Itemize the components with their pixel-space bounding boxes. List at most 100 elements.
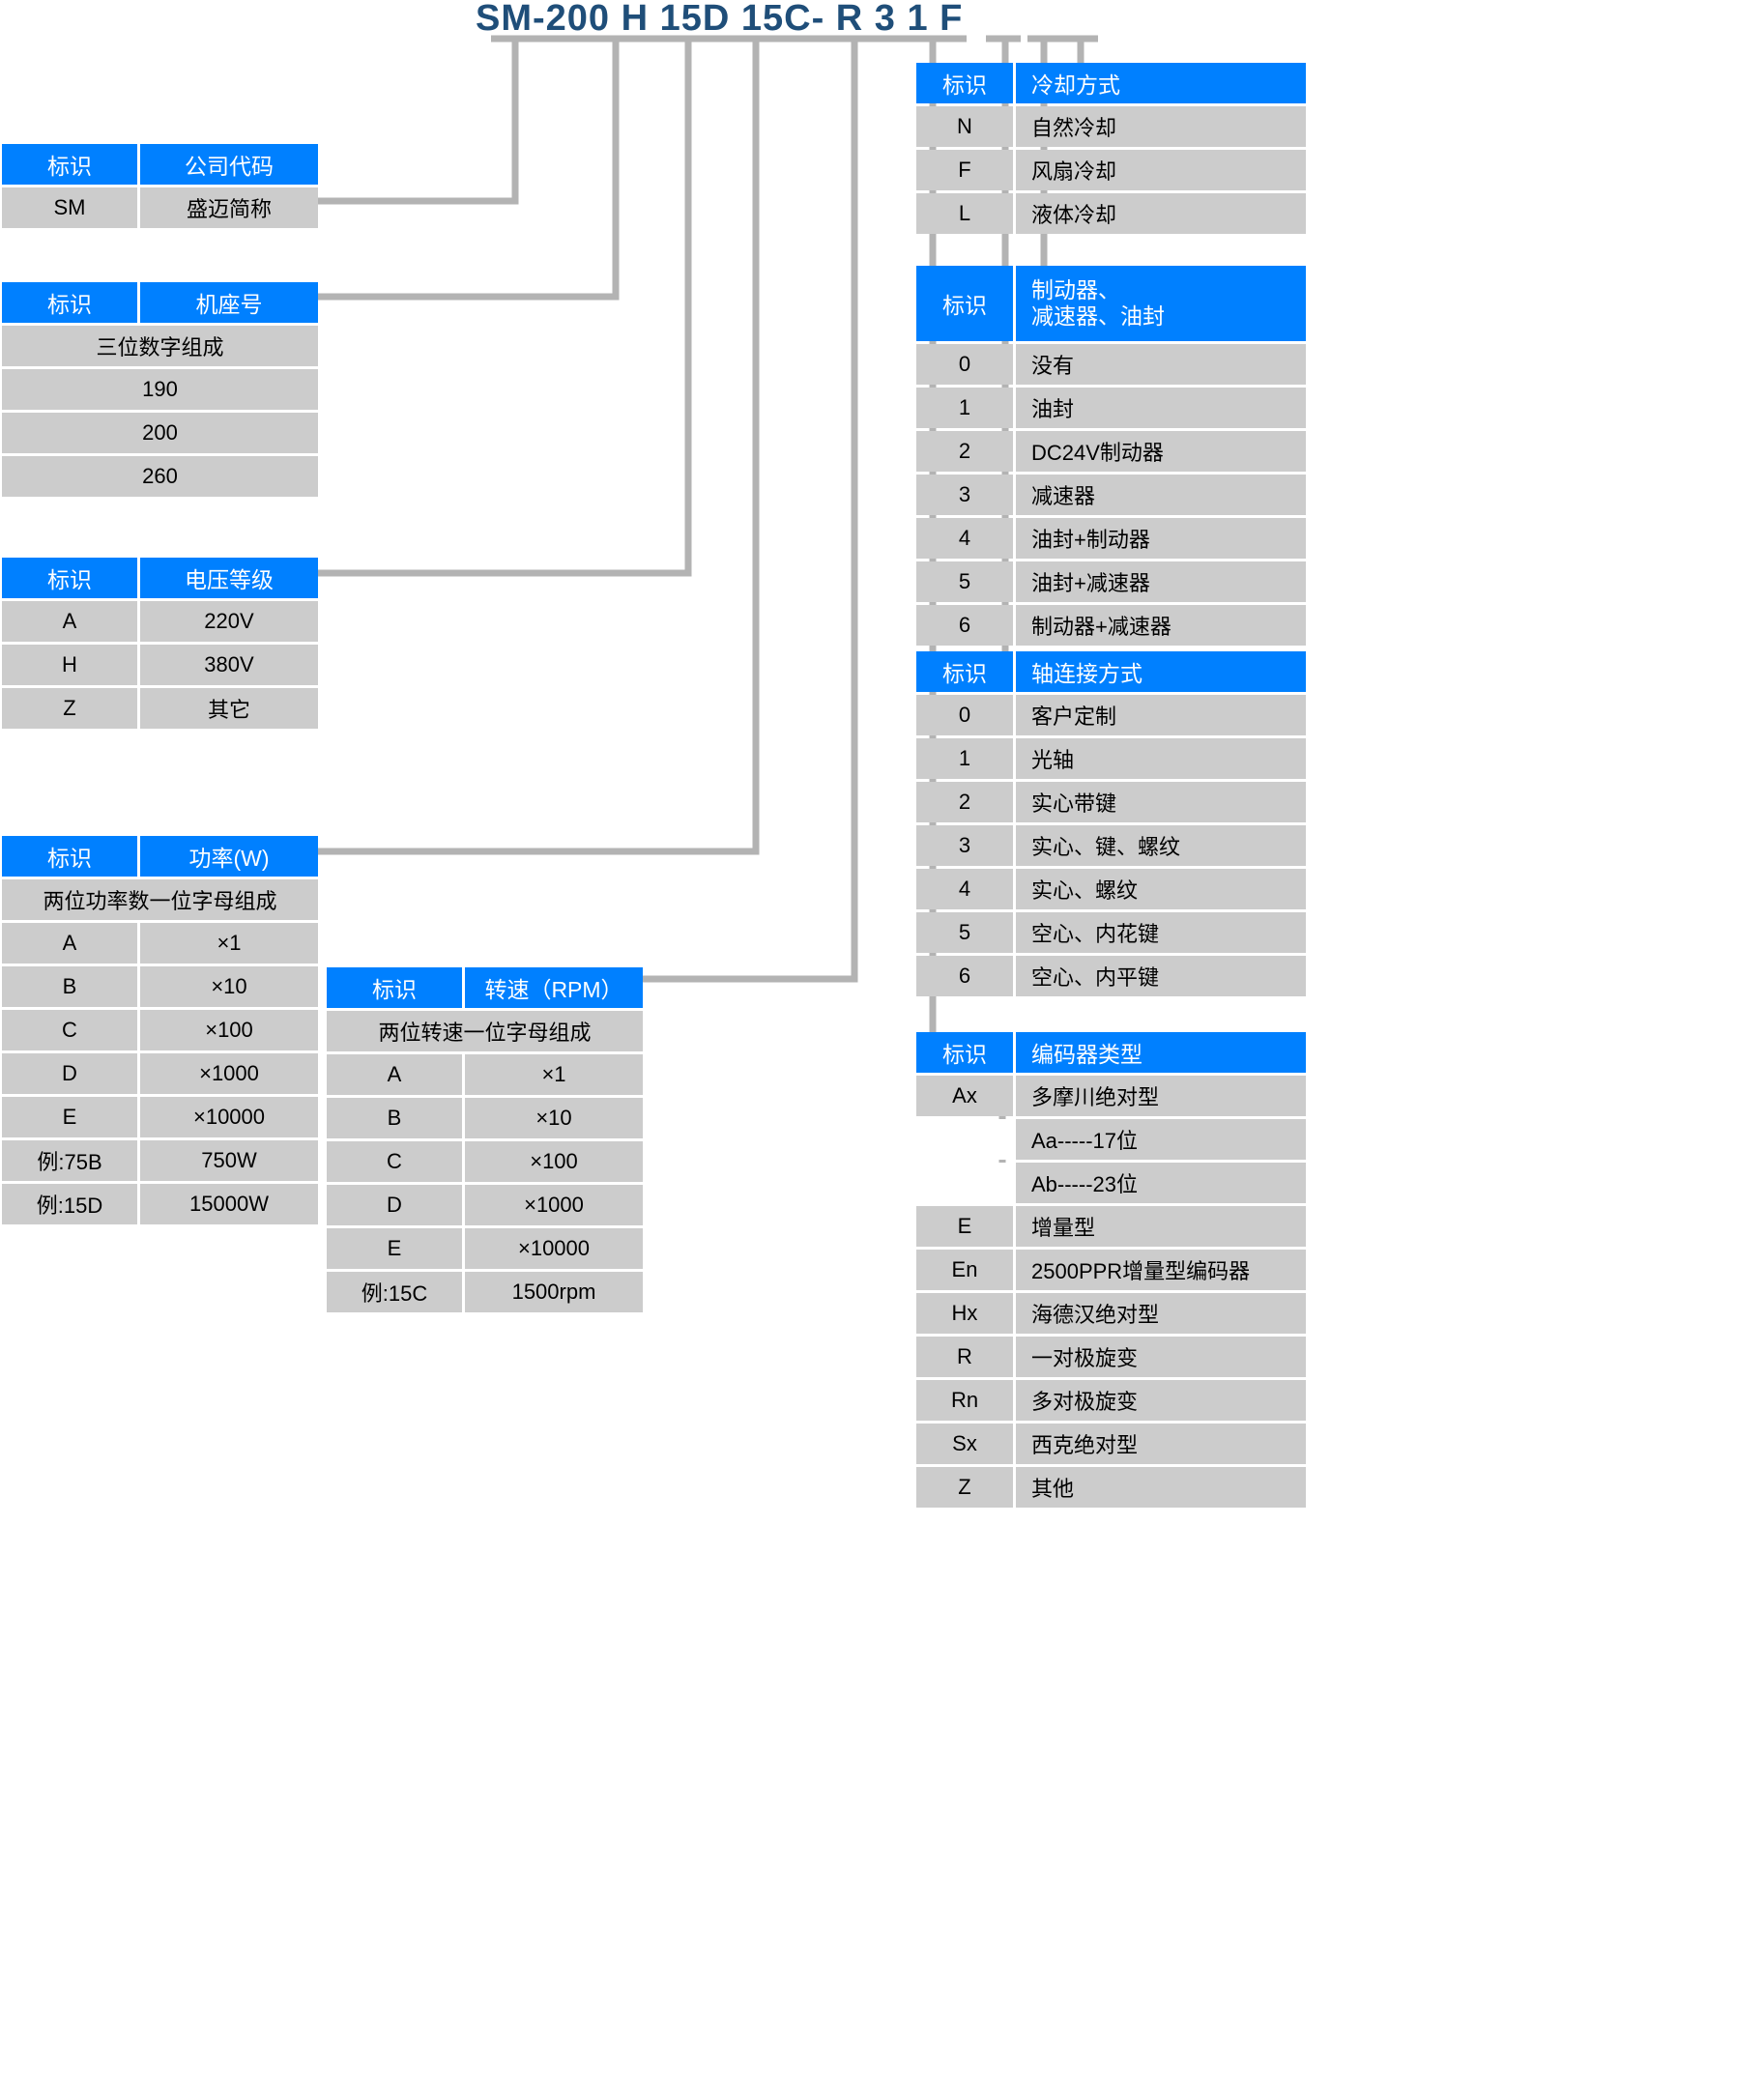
table-row: F 风扇冷却	[916, 150, 1306, 190]
table-row: H 380V	[2, 645, 318, 685]
column-header-power: 功率(W)	[140, 836, 318, 877]
header-line-1: 制动器、	[1031, 276, 1120, 302]
cell-desc: ×1000	[140, 1053, 318, 1094]
table-row: 2 DC24V制动器	[916, 431, 1306, 472]
cell-code: B	[2, 966, 140, 1007]
table-brake-reducer-seal: 标识 制动器、 减速器、油封 0 没有 1 油封 2 DC24V制动器 3 减速…	[916, 263, 1306, 648]
cell-code: 0	[916, 344, 1016, 385]
cell-desc: 油封	[1016, 388, 1306, 428]
cell-value: 260	[2, 456, 318, 497]
cell-spacer	[916, 1163, 1016, 1203]
table-row: Hx 海德汉绝对型	[916, 1293, 1306, 1334]
cell-desc: 多摩川绝对型	[1016, 1076, 1306, 1116]
cell-note: 两位功率数一位字母组成	[2, 879, 318, 920]
cell-code: E	[916, 1206, 1016, 1247]
table-row: 标识 编码器类型	[916, 1032, 1306, 1073]
column-header-encoder: 编码器类型	[1016, 1032, 1306, 1073]
table-row: B ×10	[327, 1098, 643, 1138]
table-row: Ax 多摩川绝对型	[916, 1076, 1306, 1116]
table-row: 标识 公司代码	[2, 144, 318, 185]
cell-code: 1	[916, 388, 1016, 428]
cell-code: 4	[916, 869, 1016, 909]
table-voltage-level: 标识 电压等级 A 220V H 380V Z 其它	[2, 555, 318, 732]
cell-desc: 增量型	[1016, 1206, 1306, 1247]
cell-code: D	[327, 1185, 465, 1225]
column-header-id: 标识	[2, 282, 140, 323]
table-row: Ab-----23位	[916, 1163, 1306, 1203]
table-shaft-connection: 标识 轴连接方式 0 客户定制 1 光轴 2 实心带键 3 实心、键、螺纹 4 …	[916, 648, 1306, 999]
cell-code: 6	[916, 605, 1016, 646]
table-row: A 220V	[2, 601, 318, 642]
cell-desc: 空心、内花键	[1016, 912, 1306, 953]
table-row: 3 实心、键、螺纹	[916, 825, 1306, 866]
table-cooling-method: 标识 冷却方式 N 自然冷却 F 风扇冷却 L 液体冷却	[916, 60, 1306, 237]
table-row: Z 其他	[916, 1467, 1306, 1508]
table-row: N 自然冷却	[916, 106, 1306, 147]
cell-code: E	[327, 1228, 465, 1269]
cell-desc: 实心、螺纹	[1016, 869, 1306, 909]
cell-desc: DC24V制动器	[1016, 431, 1306, 472]
cell-code: 5	[916, 912, 1016, 953]
cell-code: 例:75B	[2, 1140, 140, 1181]
table-row: E ×10000	[2, 1097, 318, 1137]
cell-desc: 制动器+减速器	[1016, 605, 1306, 646]
table-row: 标识 制动器、 减速器、油封	[916, 266, 1306, 341]
column-header-id: 标识	[916, 63, 1016, 103]
column-header-id: 标识	[2, 836, 140, 877]
cell-desc: 其它	[140, 688, 318, 729]
table-row: A ×1	[327, 1054, 643, 1095]
table-row: 5 空心、内花键	[916, 912, 1306, 953]
cell-code: R	[916, 1337, 1016, 1377]
cell-desc: ×1	[140, 923, 318, 964]
cell-code: Sx	[916, 1424, 1016, 1464]
cell-desc: Aa-----17位	[1016, 1119, 1306, 1160]
table-row: 1 油封	[916, 388, 1306, 428]
table-row: R 一对极旋变	[916, 1337, 1306, 1377]
cell-code: Rn	[916, 1380, 1016, 1421]
cell-desc: 15000W	[140, 1184, 318, 1224]
table-row: B ×10	[2, 966, 318, 1007]
table-row: 标识 轴连接方式	[916, 651, 1306, 692]
column-header-id: 标识	[916, 266, 1016, 341]
table-power: 标识 功率(W) 两位功率数一位字母组成 A ×1 B ×10 C ×100 D…	[2, 833, 318, 1227]
table-row: 0 客户定制	[916, 695, 1306, 735]
table-row: E ×10000	[327, 1228, 643, 1269]
cell-code: B	[327, 1098, 465, 1138]
table-row: 标识 功率(W)	[2, 836, 318, 877]
table-row: 例:15D 15000W	[2, 1184, 318, 1224]
table-row: Z 其它	[2, 688, 318, 729]
table-row: 6 制动器+减速器	[916, 605, 1306, 646]
cell-desc: 空心、内平键	[1016, 956, 1306, 996]
cell-desc: 自然冷却	[1016, 106, 1306, 147]
cell-code: 例:15D	[2, 1184, 140, 1224]
cell-desc: 客户定制	[1016, 695, 1306, 735]
table-row: 标识 电压等级	[2, 558, 318, 598]
cell-code: 0	[916, 695, 1016, 735]
table-row: 例:15C 1500rpm	[327, 1272, 643, 1312]
table-row: 三位数字组成	[2, 326, 318, 366]
cell-desc: 光轴	[1016, 738, 1306, 779]
cell-desc: 其他	[1016, 1467, 1306, 1508]
cell-desc: 380V	[140, 645, 318, 685]
cell-code: L	[916, 193, 1016, 234]
cell-desc: ×10	[140, 966, 318, 1007]
cell-code: 2	[916, 782, 1016, 822]
cell-code: C	[2, 1010, 140, 1050]
cell-desc: ×100	[140, 1010, 318, 1050]
table-row: 标识 冷却方式	[916, 63, 1306, 103]
table-row: 190	[2, 369, 318, 410]
cell-code: 3	[916, 475, 1016, 515]
cell-code: Z	[2, 688, 140, 729]
cell-code: E	[2, 1097, 140, 1137]
cell-desc: 220V	[140, 601, 318, 642]
table-row: A ×1	[2, 923, 318, 964]
cell-desc: 盛迈简称	[140, 187, 318, 228]
table-row: Rn 多对极旋变	[916, 1380, 1306, 1421]
column-header-id: 标识	[916, 1032, 1016, 1073]
cell-desc: 实心带键	[1016, 782, 1306, 822]
cell-code: A	[2, 923, 140, 964]
table-row: 标识 转速（RPM）	[327, 967, 643, 1008]
table-row: E 增量型	[916, 1206, 1306, 1247]
column-header-shaft: 轴连接方式	[1016, 651, 1306, 692]
table-row: 两位转速一位字母组成	[327, 1011, 643, 1051]
